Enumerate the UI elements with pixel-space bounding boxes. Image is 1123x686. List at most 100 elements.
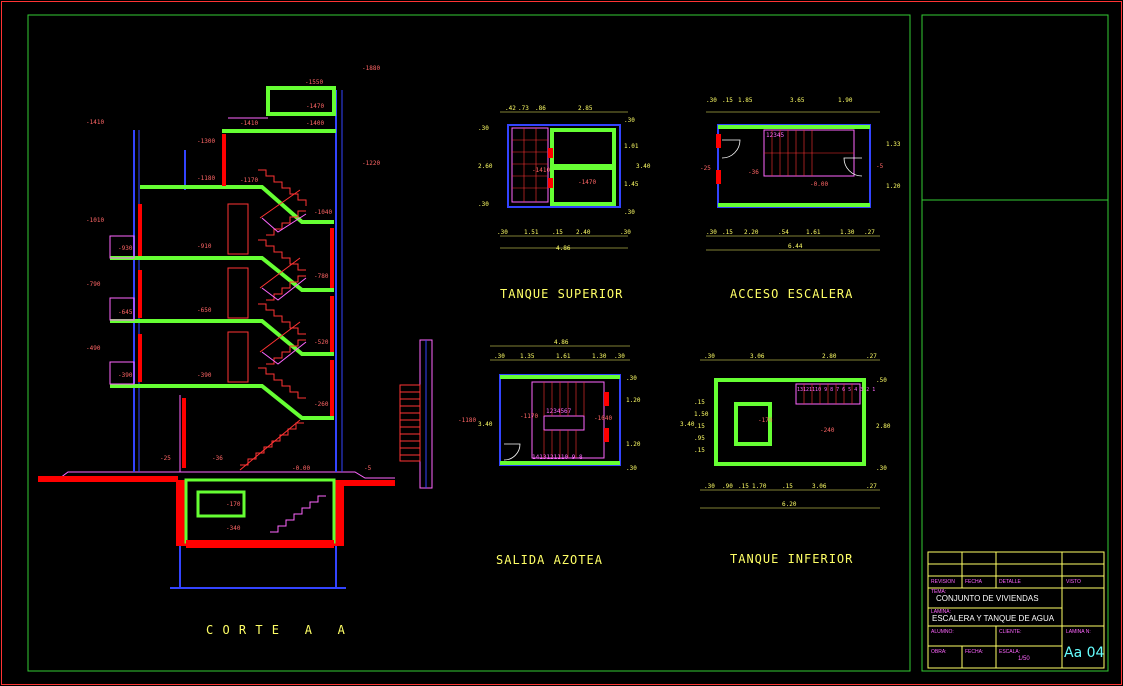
sa-level-1: -1180 (458, 417, 476, 424)
ti-bottom-dim-1: .30 (704, 483, 715, 490)
ts-cut-2 (548, 178, 553, 188)
ts-right-dim-1: .30 (624, 117, 635, 124)
tb-lamina-n-label: LAMINA N: (1066, 629, 1091, 635)
level-1180: -1180 (197, 175, 215, 182)
tb-tema: CONJUNTO DE VIVIENDAS (936, 594, 1039, 603)
door-2 (227, 267, 249, 319)
stairs (239, 169, 307, 471)
ti-left-dim-3: 1.50 (694, 411, 709, 418)
ts-bottom-dim-3: .15 (552, 229, 563, 236)
drawing-frame (27, 14, 911, 672)
ti-bottom-dim-3: .15 (738, 483, 749, 490)
ae-door-right (843, 157, 863, 177)
ae-top-dim-1: .30 (706, 97, 717, 104)
sa-right-dim-1: .30 (626, 375, 637, 382)
upper-tank (266, 86, 336, 116)
sa-steps-top: 1234567 (546, 408, 572, 415)
ts-stair-area (511, 127, 549, 203)
ti-bottom-dim-5: .15 (782, 483, 793, 490)
sa-right-dim-3: 1.20 (626, 441, 641, 448)
ti-outline (714, 378, 866, 466)
wall-cut-7 (330, 360, 334, 416)
ae-door-left (721, 139, 741, 159)
level-1220: -1220 (362, 160, 380, 167)
ts-top-dim-3: .86 (535, 105, 546, 112)
level-390b: -390 (197, 372, 212, 379)
ts-total: 4.86 (556, 245, 571, 252)
level-260: -260 (314, 401, 329, 408)
ts-right-dim-4: .30 (624, 209, 635, 216)
sa-top-dim-4: 1.30 (592, 353, 607, 360)
sa-level-3: -1040 (594, 415, 612, 422)
ts-bottom-dim-2: 1.51 (524, 229, 539, 236)
ti-top-dim-2: 3.06 (750, 353, 765, 360)
level-1410a: -1410 (86, 119, 104, 126)
level-780: -780 (314, 273, 329, 280)
level-000: -0.00 (292, 465, 310, 472)
sa-treads (543, 382, 585, 458)
ts-left-dim-2: 2.60 (478, 163, 493, 170)
tb-detalle: DETALLE (999, 579, 1022, 585)
ti-steps: 13121110 9 8 7 6 5 4 3 2 1 (797, 387, 875, 393)
sa-right-dim-2: 1.20 (626, 397, 641, 404)
basement-tank (184, 478, 336, 544)
tb-obra-label: OBRA: (931, 649, 947, 655)
sa-total: 4.86 (554, 339, 569, 346)
ae-top-dim-3: 1.85 (738, 97, 753, 104)
balcony-3 (109, 361, 135, 385)
ti-bottom-dim-7: .27 (866, 483, 877, 490)
ti-inner-tank (734, 402, 772, 446)
ti-treads (803, 384, 853, 404)
tb-outline (927, 551, 1105, 669)
ti-left-dim-6: .15 (694, 447, 705, 454)
door-1 (227, 203, 249, 255)
ti-left-dim-2: .15 (694, 399, 705, 406)
ts-bottom-dim-5: .30 (620, 229, 631, 236)
level-36: -36 (212, 455, 223, 462)
tb-revision: REVISION (931, 579, 955, 585)
sa-cut-1 (604, 392, 609, 406)
ts-grid (512, 128, 548, 202)
ti-level-1: -170 (758, 417, 773, 424)
ae-bottom-dim-5: 1.61 (806, 229, 821, 236)
wall-cut-1 (138, 204, 142, 256)
ts-top-dim-2: .73 (518, 105, 529, 112)
ts-level-2: -1470 (578, 179, 596, 186)
ts-right-dim-2: 1.01 (624, 143, 639, 150)
ti-top-dim-3: 2.80 (822, 353, 837, 360)
ti-top-dim-4: .27 (866, 353, 877, 360)
ae-treads (764, 130, 854, 176)
side-elevation-treads (400, 391, 420, 456)
basement-stair (270, 495, 326, 533)
sa-landing (543, 415, 585, 431)
ae-bottom-dim-2: .15 (722, 229, 733, 236)
tb-lamina-n: Aa 04 (1064, 645, 1105, 661)
level-25: -25 (160, 455, 171, 462)
level-340: -340 (226, 525, 241, 532)
tb-fecha: FECHA (965, 579, 983, 585)
wall-cut-6 (330, 296, 334, 352)
ts-left-dim-1: .30 (478, 125, 489, 132)
ti-left-dim-4: .15 (694, 423, 705, 430)
ts-level-1: -1410 (532, 167, 550, 174)
ae-bottom-dim-3: 2.20 (744, 229, 759, 236)
basement-wall-right (334, 480, 344, 546)
sa-door (503, 443, 521, 461)
basement-bottom (186, 540, 334, 548)
slab-2 (110, 319, 334, 356)
handrail-2 (261, 277, 307, 301)
ti-right-dim-2: 2.80 (876, 423, 891, 430)
section-corte-aa: -1880 -1550 -1470 -1410 -1410 -1400 -130… (38, 65, 433, 637)
level-1010: -1010 (86, 217, 104, 224)
wall-cut-8 (182, 398, 186, 468)
level-390a: -390 (118, 372, 133, 379)
level-1040: -1040 (314, 209, 332, 216)
tb-cliente-label: CLIENTE: (999, 629, 1022, 635)
ae-bottom-dim-1: .30 (706, 229, 717, 236)
ae-level-1: -25 (700, 165, 711, 172)
ti-left-dim-5: .95 (694, 435, 705, 442)
slab-roof (140, 185, 334, 224)
ts-right-total: 3.40 (636, 163, 651, 170)
